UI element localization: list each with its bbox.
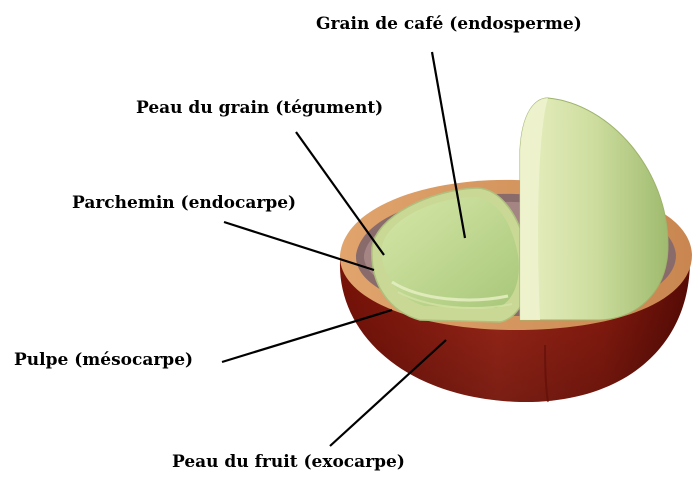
bean-right-dome	[520, 98, 668, 320]
label-pulp: Pulpe (mésocarpe)	[14, 350, 193, 370]
label-fruit-skin: Peau du fruit (exocarpe)	[172, 452, 405, 472]
label-parchment: Parchemin (endocarpe)	[72, 193, 296, 213]
leader-line-silver-skin	[296, 132, 384, 255]
label-silver-skin: Peau du grain (tégument)	[136, 98, 383, 118]
label-coffee-bean: Grain de café (endosperme)	[316, 14, 582, 34]
